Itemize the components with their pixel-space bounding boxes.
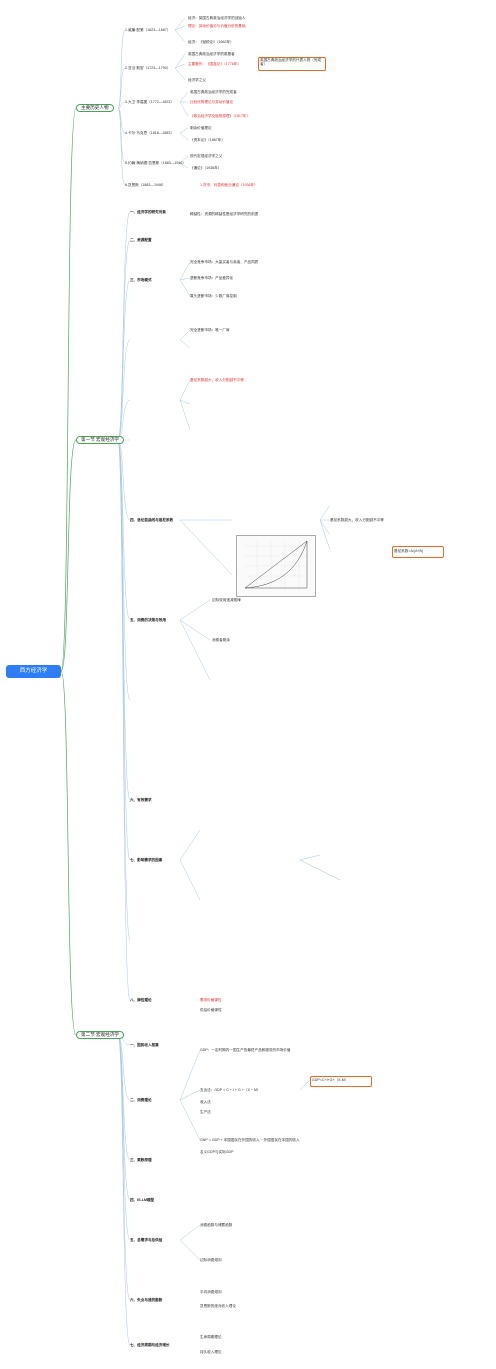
lorenz-curve-svg (244, 540, 308, 589)
person-note: 经济：英国古典政治经济学的创始人 (188, 16, 246, 20)
topic-node[interactable]: 六、有效需求 (130, 798, 152, 802)
formula-box (310, 1076, 372, 1087)
topic-node[interactable]: 三、乘数原理 (130, 1158, 152, 1162)
topic-note: GNP = GDP + 本国居民在外国的收入 − 外国居民在本国的收入 (200, 1138, 300, 1142)
topic-note: 完全垄断市场：唯一厂商 (190, 328, 230, 332)
topic-node[interactable]: 四、IS-LM模型 (130, 1198, 155, 1202)
person-node[interactable]: 3.大卫·李嘉图（1772—1823） (125, 100, 174, 104)
topic-note: 平均消费倾向 (200, 1290, 222, 1294)
topic-node[interactable]: 四、洛伦兹曲线与基尼系数 (130, 518, 174, 522)
topic-node[interactable]: 三、市场模式 (130, 278, 152, 282)
topic-note: 需求价格弹性 (200, 998, 222, 1002)
topic-note: 生产法 (200, 1110, 211, 1114)
topic-node[interactable]: 五、总需求与总供给 (130, 1238, 163, 1242)
topic-node[interactable]: 七、影响需求的因素 (130, 858, 163, 862)
topic-node[interactable]: 二、消费理论 (130, 1098, 152, 1102)
person-note: 理论：劳动价值论与价值分析的基础 (188, 24, 246, 28)
topic-note: 稀缺性：资源的稀缺性是经济学研究的前提 (190, 212, 259, 216)
topic-node[interactable]: 一、经济学的研究对象 (130, 210, 166, 214)
topic-note: 持久收入理论 (200, 1350, 222, 1354)
topic-note: 生命周期理论 (200, 1335, 222, 1339)
person-node[interactable]: 1.威廉·配第（1623—1687） (125, 28, 171, 32)
topic-node[interactable]: 七、经济周期与经济增长 (130, 1343, 170, 1347)
topic-note: 完全竞争市场：大量买者与卖者，产品同质 (190, 260, 259, 264)
person-node[interactable]: 2.亚当·斯密（1723—1790） (125, 66, 171, 70)
branch-people[interactable]: 主要历史人物 (76, 104, 114, 112)
topic-node[interactable]: 五、消费的决策与效用 (130, 618, 166, 622)
topic-note: 消费者剩余 (212, 638, 230, 642)
topic-note: 名义GDP与实际GDP (200, 1150, 234, 1154)
person-note: 1.货币、利息和就业通论（1936年） (200, 183, 258, 187)
person-note: 经济学之父 (188, 78, 206, 82)
person-note: 剩余价值理论 (190, 126, 212, 130)
branch-section-2[interactable]: 第二节 宏观经济学 (76, 1031, 125, 1039)
person-note: 《资本论》（1867年） (190, 138, 225, 142)
person-note: 《通论》（1936年） (190, 166, 222, 170)
topic-note: 垄断竞争市场：产品差异化 (190, 276, 234, 280)
person-note: 《政治经济学及赋税原理》（1817年） (190, 114, 251, 118)
highlight-box (258, 57, 326, 71)
topic-node[interactable]: 一、国民收入核算 (130, 1043, 159, 1047)
person-note: 经济：《赋税论》（1662年） (188, 40, 234, 44)
person-node[interactable]: 6.凯恩斯（1883—1946） (125, 183, 166, 187)
person-node[interactable]: 5.约翰·梅纳德·凯恩斯（1883—1946） (125, 161, 186, 165)
person-note: 比较优势理论与劳动价值论 (190, 100, 234, 104)
formula-text: GDP=C+I+G+（X-M） (312, 1078, 349, 1082)
highlight-text: 英国古典政治经济学的代表人物（完成者） (260, 58, 322, 67)
topic-note: 边际消费倾向 (200, 1258, 222, 1262)
topic-note: 消费函数与储蓄函数 (200, 1223, 233, 1227)
topic-note: 支出法：GDP = C + I + G +（X − M） (200, 1088, 261, 1092)
root-node[interactable]: 西方经济学 (6, 665, 61, 678)
topic-note: 基尼系数越大，收入分配越不平等 (190, 378, 244, 382)
person-note: 现代宏观经济学之父 (190, 154, 223, 158)
topic-node[interactable]: 六、失业与通货膨胀 (130, 1298, 163, 1302)
person-note: 英国古典政治经济学的完成者 (190, 90, 237, 94)
gini-formula: 基尼系数=A/(A+B) (394, 549, 424, 553)
topic-note: 边际效用递减规律 (212, 598, 241, 602)
person-note: 主要著作：《国富论》（1776年） (188, 62, 241, 66)
topic-note: 供给价格弹性 (200, 1008, 222, 1012)
person-node[interactable]: 4.卡尔·马克思（1818—1883） (125, 131, 174, 135)
topic-note: 寡头垄断市场：少数厂商控制 (190, 294, 237, 298)
lorenz-curve-figure (236, 535, 316, 597)
topic-note: 凯恩斯的绝对收入理论 (200, 1304, 236, 1308)
gini-box (392, 546, 444, 558)
topic-note: 收入法 (200, 1100, 211, 1104)
topic-node[interactable]: 八、弹性理论 (130, 998, 152, 1002)
topic-node[interactable]: 二、资源配置 (130, 238, 152, 242)
person-note: 英国古典政治经济学的奠基者 (188, 52, 235, 56)
branch-section-1[interactable]: 第一节 宏观经济学 (76, 436, 125, 444)
topic-note: GDP：一定时期内一国生产的最终产品和服务的市场价值 (200, 1048, 291, 1052)
topic-note: 基尼系数越大，收入分配越不平等 (330, 518, 384, 522)
